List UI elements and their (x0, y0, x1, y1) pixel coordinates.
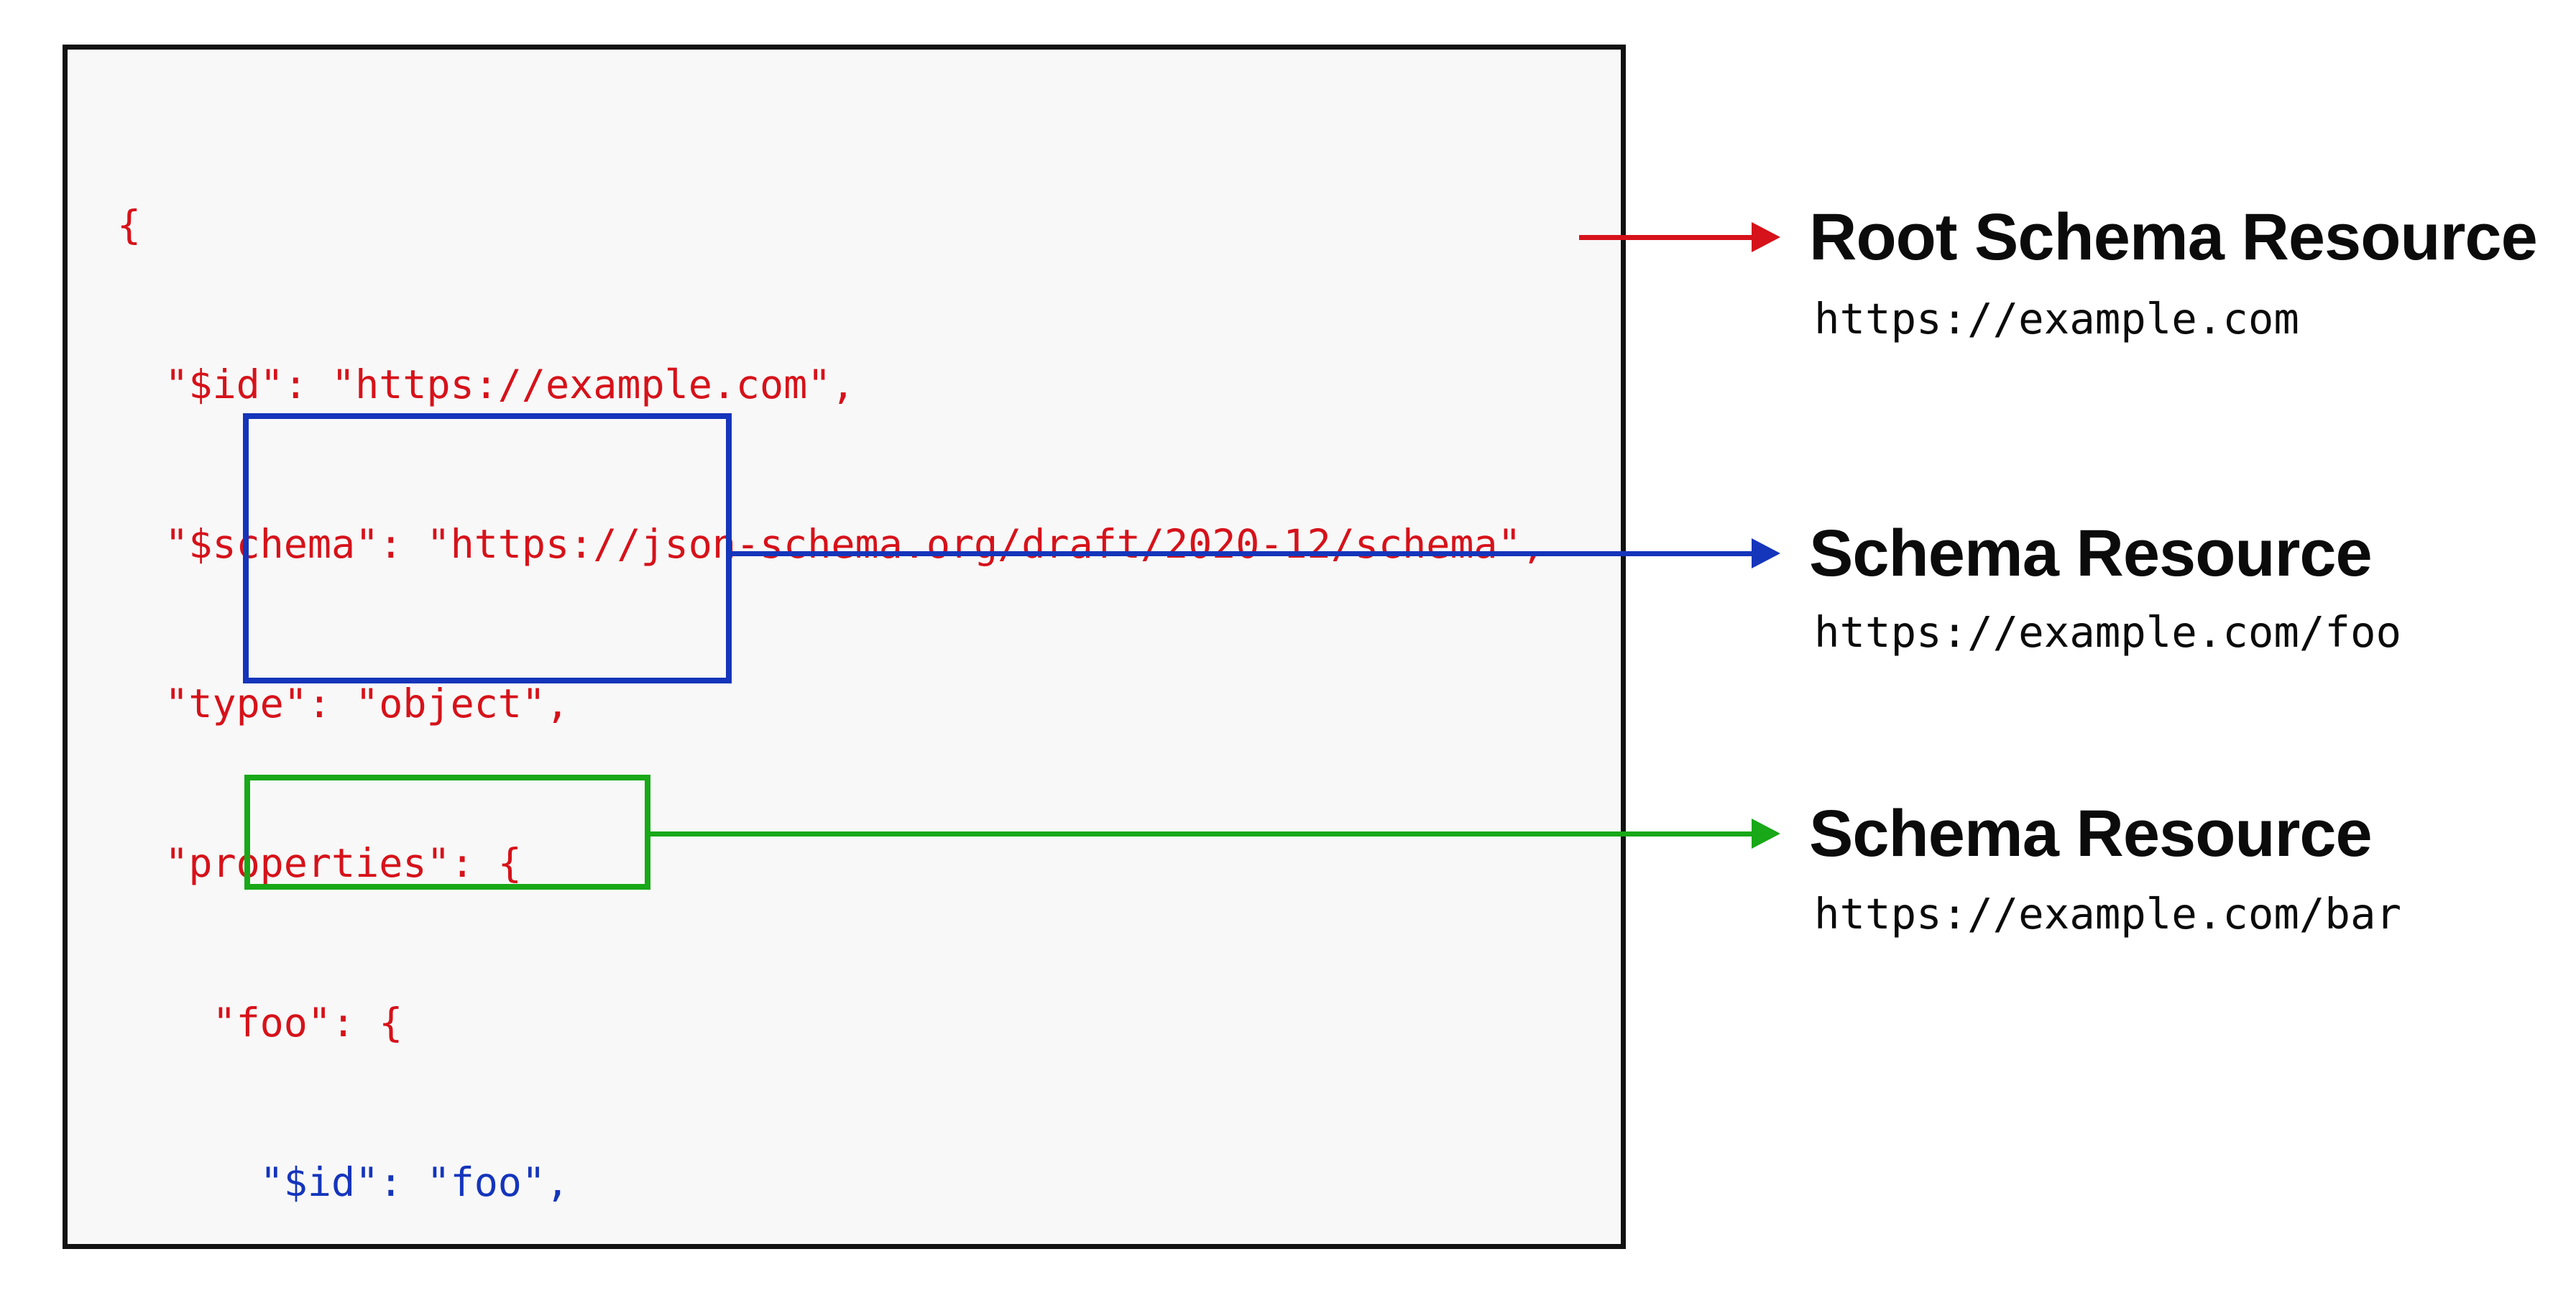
foo-schema-connector-line (732, 551, 1752, 556)
root-schema-connector-line (1579, 235, 1752, 240)
bar-arrowhead-icon (1752, 819, 1780, 849)
root-schema-resource-heading: Root Schema Resource (1809, 201, 2538, 274)
bar-schema-resource-url: https://example.com/bar (1814, 889, 2401, 939)
code-line: "$id": "foo", (117, 1159, 570, 1205)
code-line: "$schema": "https://json-schema.org/draf… (117, 521, 1545, 567)
code-line: "foo": { (117, 1000, 403, 1046)
code-line: { (117, 202, 142, 248)
root-arrowhead-icon (1752, 222, 1780, 252)
bar-schema-resource-heading: Schema Resource (1809, 797, 2373, 870)
foo-schema-resource-url: https://example.com/foo (1814, 607, 2401, 657)
bar-schema-connector-line (650, 831, 1752, 837)
code-line: "type": "object", (117, 681, 570, 727)
code-line: "properties": { (117, 840, 522, 886)
json-code-block: { "$id": "https://example.com", "$schema… (117, 92, 1545, 1295)
schema-code-panel (63, 45, 1626, 1249)
foo-schema-resource-heading: Schema Resource (1809, 517, 2373, 590)
code-line: "$id": "https://example.com", (117, 361, 855, 407)
foo-arrowhead-icon (1752, 538, 1780, 568)
root-schema-resource-url: https://example.com (1814, 294, 2299, 344)
